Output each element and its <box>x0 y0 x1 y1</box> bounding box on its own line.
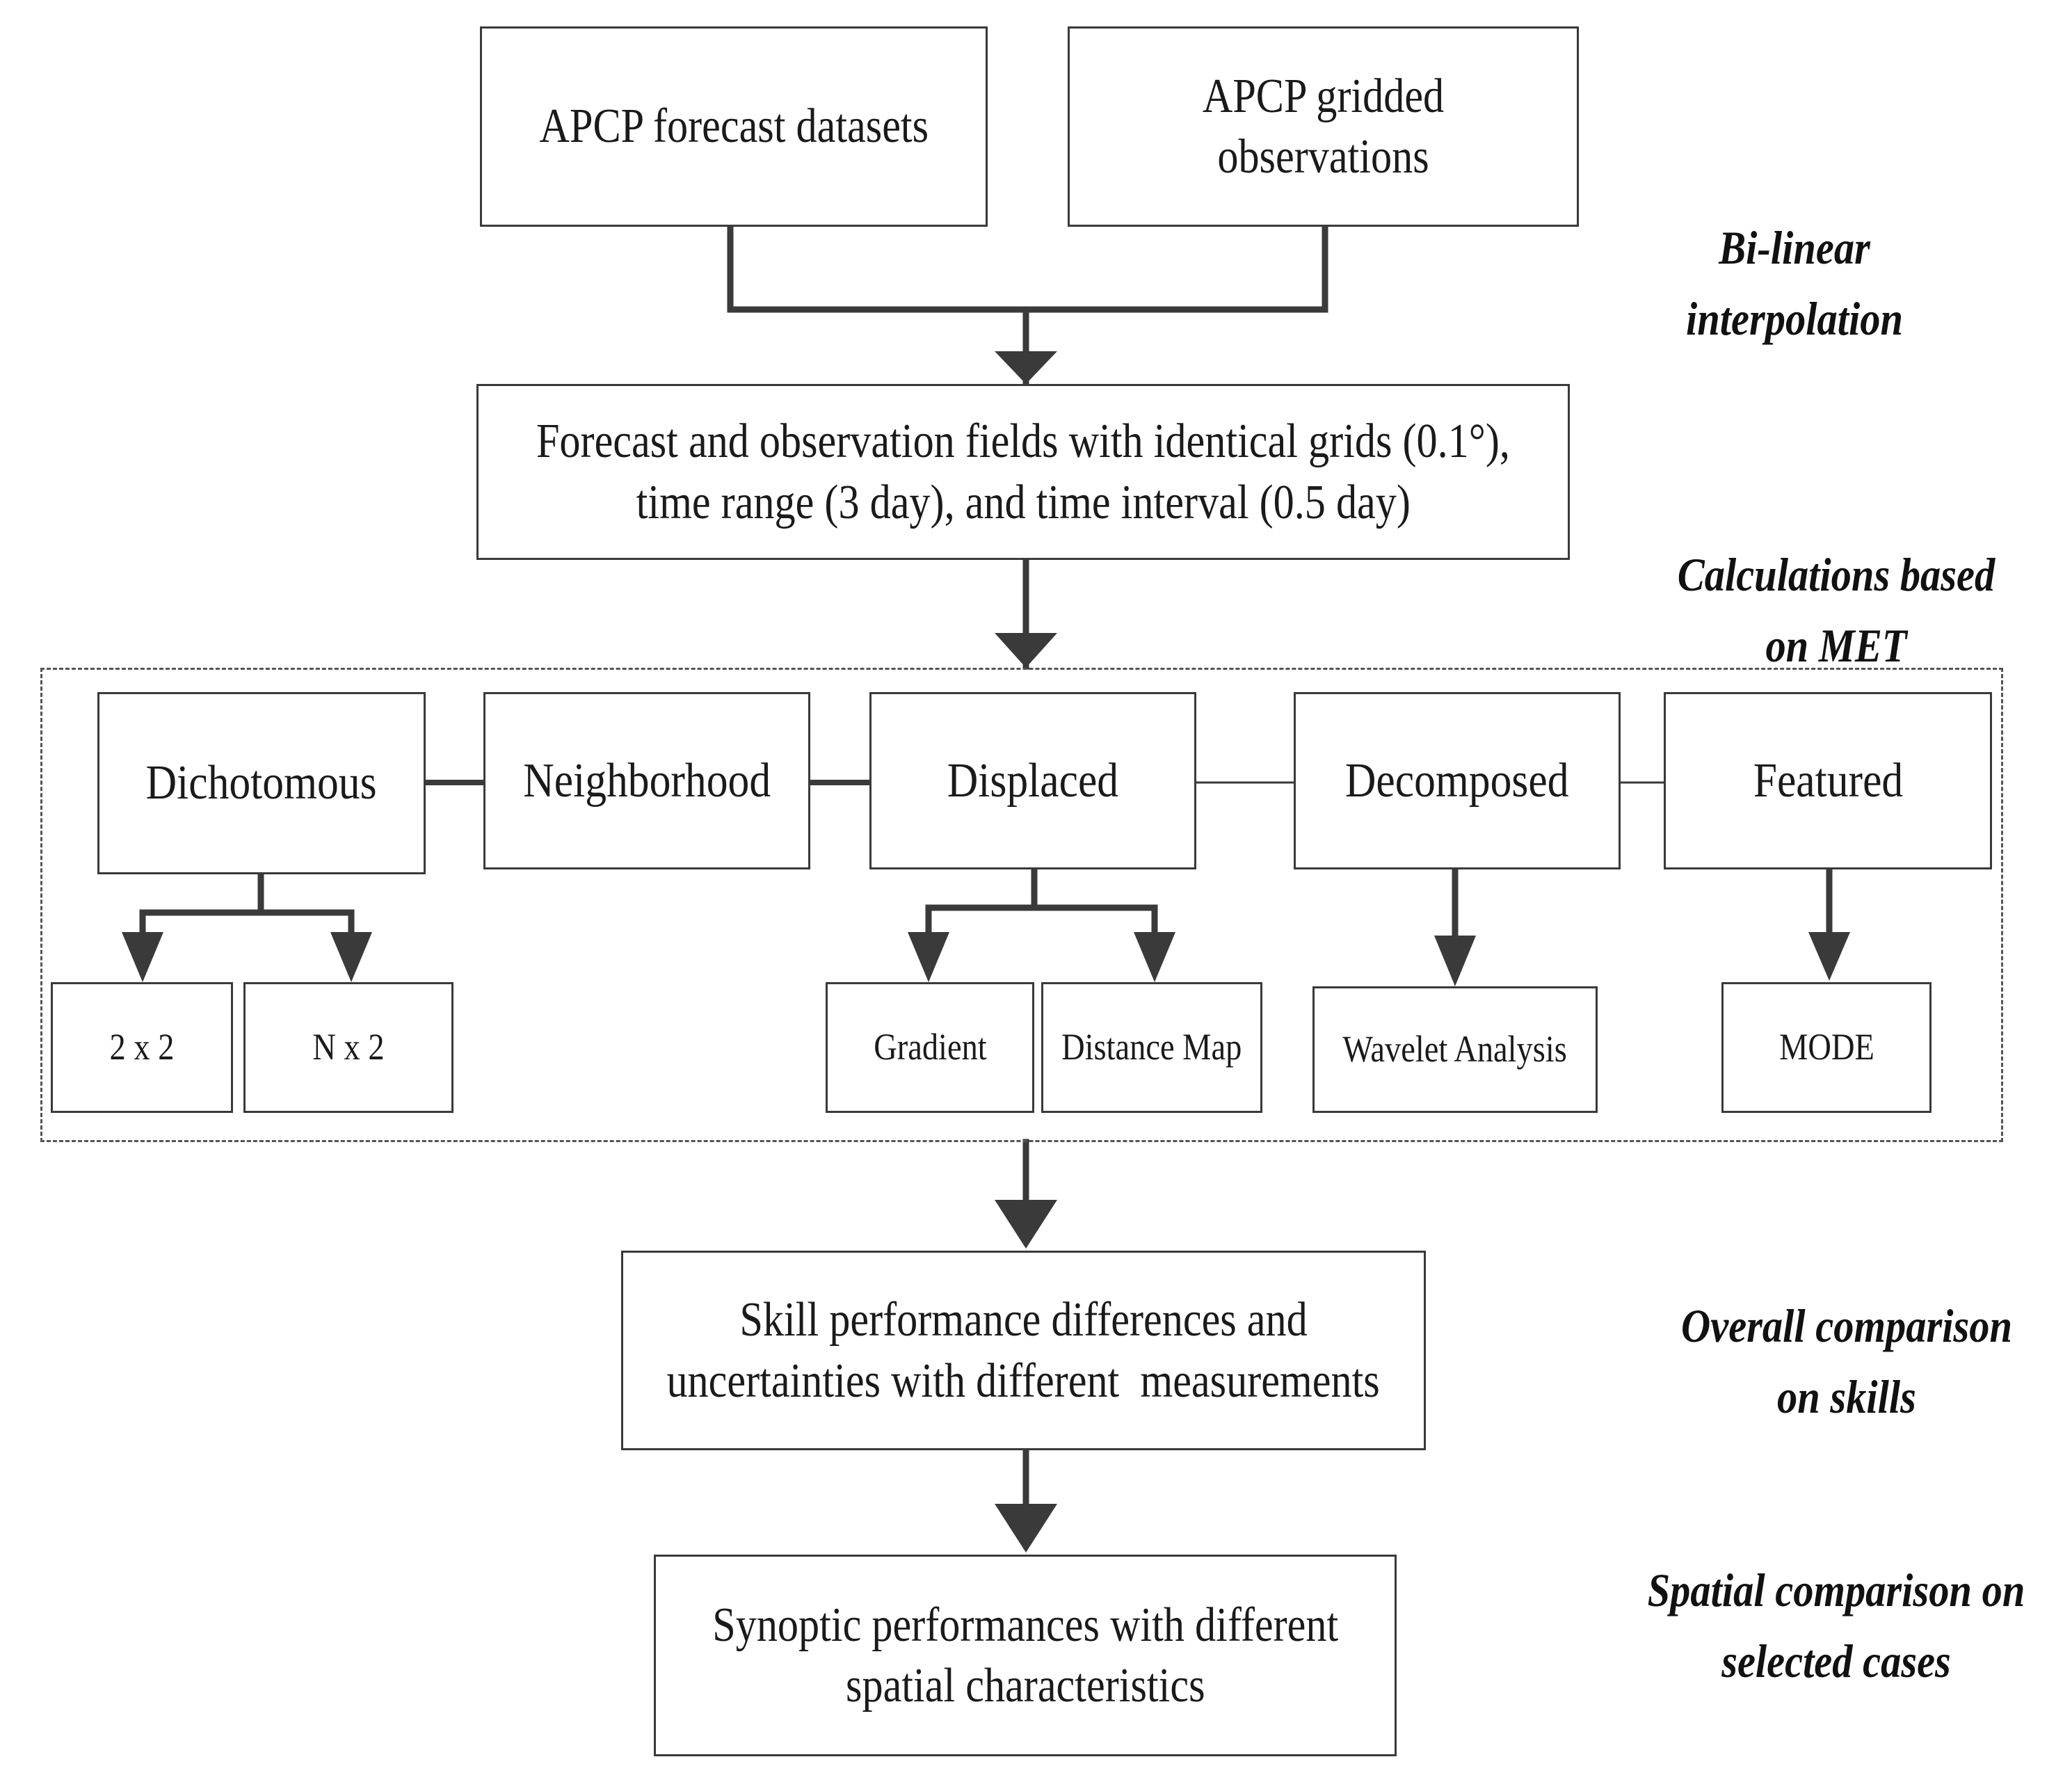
overall-comparison-note: Overall comparison on skills <box>1655 1290 2038 1432</box>
synoptic-line-1: Synoptic performances with different <box>712 1598 1338 1652</box>
fields-line-1: Forecast and observation fields with ide… <box>536 415 1511 468</box>
skill-performance-box: Skill performance differences and uncert… <box>621 1251 1426 1450</box>
distance-map-box: Distance Map <box>1041 982 1262 1113</box>
spatial-comparison-note: Spatial comparison on selected cases <box>1636 1555 2037 1696</box>
two-by-two-box: 2 x 2 <box>51 982 233 1113</box>
decomposed-box: Decomposed <box>1294 692 1621 869</box>
arrowhead-skill <box>995 1200 1057 1249</box>
arrowhead-mode <box>1808 932 1850 981</box>
bilinear-note-line-2: interpolation <box>1686 292 1903 345</box>
overall-note-line-2: on skills <box>1777 1370 1916 1423</box>
featured-label: Featured <box>1753 753 1903 808</box>
met-calculations-note: Calculations based on MET <box>1657 539 2016 681</box>
dichotomous-label: Dichotomous <box>146 756 377 810</box>
wavelet-analysis-label: Wavelet Analysis <box>1342 1028 1568 1070</box>
met-note-line-1: Calculations based <box>1677 548 1995 601</box>
gridded-observations-box: APCP gridded observations <box>1068 26 1579 227</box>
met-methods-group <box>40 668 2003 1142</box>
featured-box: Featured <box>1664 692 1992 869</box>
synoptic-line-2: spatial characteristics <box>845 1659 1205 1712</box>
decomposed-label: Decomposed <box>1345 753 1569 808</box>
distance-map-label: Distance Map <box>1061 1026 1242 1068</box>
wavelet-analysis-box: Wavelet Analysis <box>1312 986 1598 1113</box>
overall-note-line-1: Overall comparison <box>1681 1299 2012 1352</box>
synoptic-performance-box: Synoptic performances with different spa… <box>654 1555 1397 1756</box>
n-by-two-box: N x 2 <box>243 982 453 1113</box>
arrowhead-nx2 <box>330 932 372 982</box>
arrowhead-methods <box>995 633 1057 668</box>
forecast-datasets-label: APCP forecast datasets <box>539 99 929 154</box>
skill-line-2: uncertainties with different measurement… <box>666 1354 1381 1408</box>
spatial-note-line-1: Spatial comparison on <box>1647 1564 2025 1616</box>
neighborhood-label: Neighborhood <box>523 753 771 808</box>
met-note-line-2: on MET <box>1765 619 1907 672</box>
bilinear-note-line-1: Bi-linear <box>1719 221 1870 274</box>
mode-label: MODE <box>1778 1026 1874 1068</box>
two-by-two-label: 2 x 2 <box>109 1026 175 1068</box>
mode-box: MODE <box>1721 982 1932 1113</box>
bilinear-interpolation-note: Bi-linear interpolation <box>1645 212 1944 354</box>
fields-line-2: time range (3 day), and time interval (0… <box>636 475 1411 529</box>
arrowhead-synoptic <box>995 1504 1057 1553</box>
displaced-label: Displaced <box>947 753 1119 808</box>
dichotomous-box: Dichotomous <box>97 692 426 874</box>
identical-grid-fields-box: Forecast and observation fields with ide… <box>476 384 1570 560</box>
arrowhead-gradient <box>908 932 949 982</box>
arrowhead-merge <box>995 351 1057 384</box>
skill-line-1: Skill performance differences and <box>739 1293 1308 1347</box>
arrowhead-2x2 <box>122 932 163 982</box>
displaced-box: Displaced <box>869 692 1196 869</box>
neighborhood-box: Neighborhood <box>483 692 810 869</box>
arrowhead-distance-map <box>1134 932 1175 982</box>
observations-connector <box>1022 223 1328 313</box>
gridded-observations-label: APCP gridded observations <box>1202 69 1445 184</box>
forecast-connector <box>727 223 1029 313</box>
forecast-datasets-box: APCP forecast datasets <box>480 26 988 227</box>
arrowhead-wavelet <box>1434 936 1476 986</box>
n-by-two-label: N x 2 <box>312 1026 385 1068</box>
spatial-note-line-2: selected cases <box>1721 1635 1951 1687</box>
gradient-box: Gradient <box>826 982 1034 1113</box>
gradient-label: Gradient <box>873 1026 987 1068</box>
